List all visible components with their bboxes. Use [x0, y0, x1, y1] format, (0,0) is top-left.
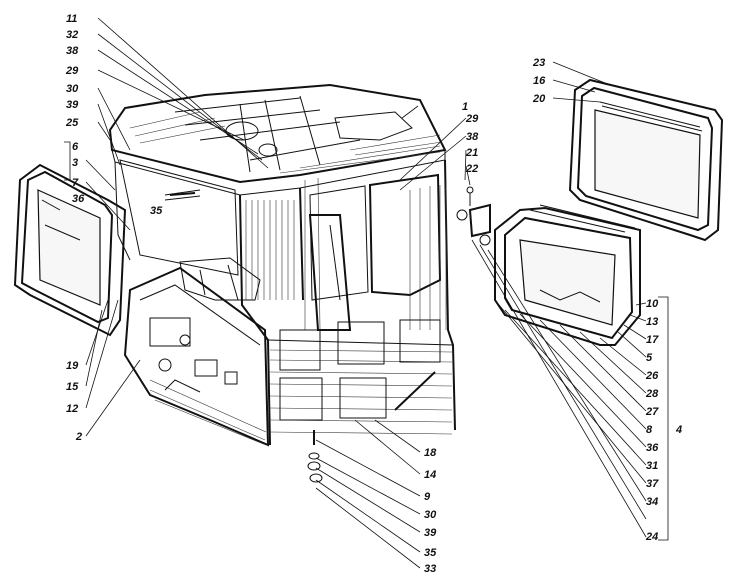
label-3: 3 [72, 157, 78, 169]
label-30: 30 [66, 83, 79, 95]
label-19: 19 [66, 360, 79, 372]
label-6: 6 [72, 141, 79, 153]
label-16: 16 [533, 75, 546, 87]
label-37: 37 [646, 478, 659, 490]
label-35: 35 [150, 205, 163, 217]
label-7: 7 [72, 177, 79, 189]
label-20: 20 [532, 93, 546, 105]
label-27: 27 [645, 406, 659, 418]
label-17: 17 [646, 334, 659, 346]
label-29b: 29 [465, 113, 479, 125]
label-30b: 30 [424, 509, 437, 521]
leader-lines [64, 17, 669, 569]
label-4: 4 [675, 424, 682, 436]
label-23: 23 [532, 57, 545, 69]
label-39b: 39 [424, 527, 437, 539]
label-39: 39 [66, 99, 79, 111]
label-21: 21 [465, 147, 478, 159]
label-10: 10 [646, 298, 659, 310]
part-number-labels: 11 32 38 29 30 39 25 6 3 7 36 35 1 29 38… [65, 13, 682, 575]
label-35b: 35 [424, 547, 437, 559]
hinge-parts [456, 186, 491, 246]
label-13: 13 [646, 316, 658, 328]
label-26: 26 [645, 370, 659, 382]
label-36: 36 [72, 193, 85, 205]
label-22: 22 [465, 163, 478, 175]
label-5: 5 [646, 352, 653, 364]
label-38b: 38 [466, 131, 479, 143]
label-29: 29 [65, 65, 79, 77]
label-18: 18 [424, 447, 437, 459]
label-34: 34 [646, 496, 658, 508]
right-upper-window-frame [568, 78, 724, 242]
label-25: 25 [65, 117, 79, 129]
label-9: 9 [424, 491, 431, 503]
label-1: 1 [462, 101, 468, 113]
label-33: 33 [424, 563, 436, 575]
label-31: 31 [646, 460, 658, 472]
label-15: 15 [66, 381, 79, 393]
right-side-window-frame [494, 204, 641, 346]
label-36b: 36 [646, 442, 659, 454]
bolt-35 [169, 192, 196, 196]
label-14: 14 [424, 469, 436, 481]
label-38: 38 [66, 45, 79, 57]
label-2: 2 [75, 431, 82, 443]
left-window-frame [13, 163, 127, 337]
label-8: 8 [646, 424, 653, 436]
bottom-fasteners [307, 430, 323, 483]
cab-body [108, 83, 456, 447]
label-11: 11 [66, 13, 77, 25]
label-32: 32 [66, 29, 78, 41]
label-12: 12 [66, 403, 78, 415]
label-28: 28 [645, 388, 659, 400]
label-24: 24 [645, 531, 658, 543]
